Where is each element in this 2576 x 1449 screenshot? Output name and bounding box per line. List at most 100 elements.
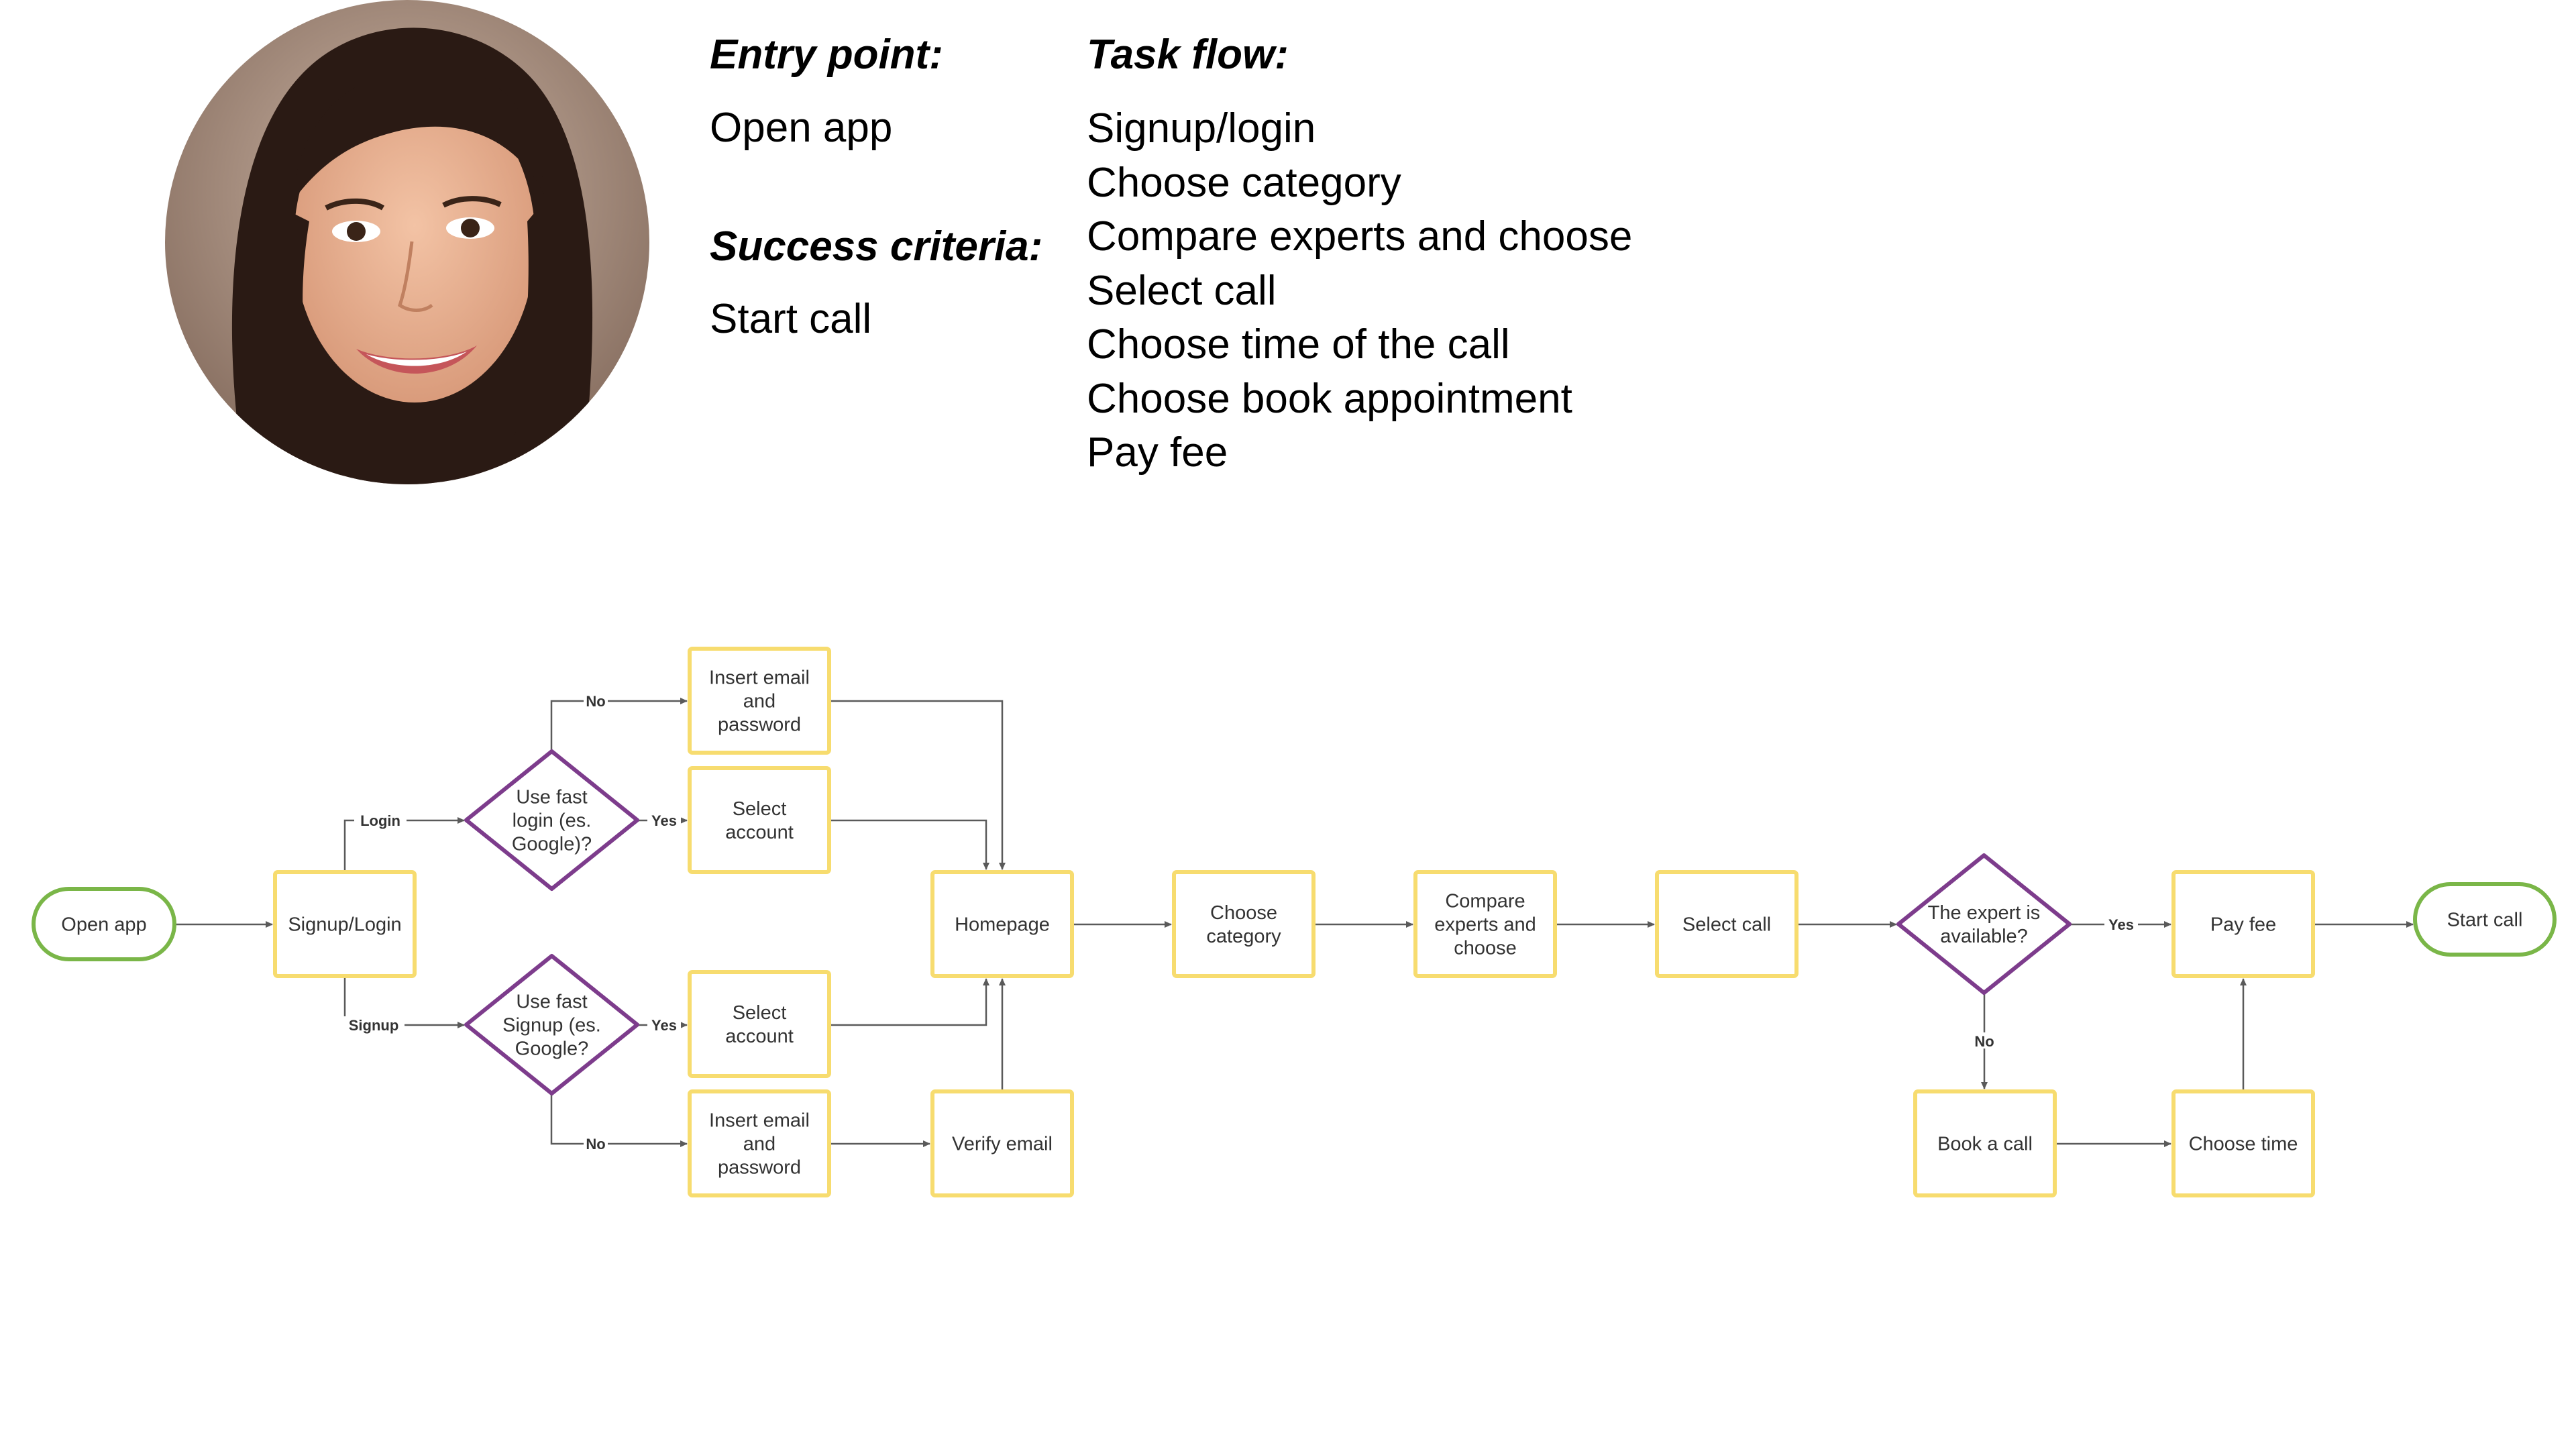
- node-label: password: [718, 714, 801, 736]
- node-label: available?: [1940, 926, 2028, 947]
- process-shape: [930, 1089, 1074, 1197]
- edge-label-bg: [647, 812, 681, 828]
- edge-label: Yes: [651, 812, 677, 829]
- process-shape: [688, 970, 831, 1078]
- edge-available-no: No: [1972, 993, 1996, 1089]
- node-label: Compare: [1445, 891, 1525, 912]
- node-label: Signup (es.: [502, 1015, 601, 1036]
- terminal-shape: [2413, 882, 2557, 957]
- decision-shape: [464, 749, 639, 891]
- node-label: Homepage: [955, 914, 1050, 936]
- task-flow-step: Compare experts and choose: [1087, 213, 1633, 260]
- entry-point-value: Open app: [710, 105, 893, 151]
- process-shape: [2171, 1089, 2315, 1197]
- node-label: experts and: [1434, 914, 1536, 936]
- node-label: Book a call: [1937, 1134, 2033, 1155]
- connector-line: [829, 978, 989, 1026]
- node-signup-login: Signup/Login: [273, 870, 417, 978]
- node-label: Pay fee: [2210, 914, 2276, 936]
- node-label: account: [725, 822, 794, 843]
- edge-label: No: [586, 1136, 605, 1152]
- success-criteria-heading: Success criteria:: [710, 223, 1043, 270]
- process-shape: [688, 647, 831, 755]
- node-label: Insert email: [709, 667, 810, 689]
- node-start-call: Start call: [2413, 882, 2557, 957]
- node-select-call: Select call: [1655, 870, 1799, 978]
- edge-label: No: [1974, 1033, 1994, 1050]
- node-label: Signup/Login: [288, 914, 401, 936]
- task-flow-step: Pay fee: [1087, 429, 1228, 476]
- edge-signup-to-fastsignup: Signup: [343, 976, 465, 1034]
- edge-label: Login: [360, 812, 400, 829]
- node-label: Start call: [2447, 910, 2523, 931]
- edge-fastlogin-no: No: [550, 692, 688, 751]
- node-label: Use fast: [516, 787, 587, 808]
- task-flow-heading: Task flow:: [1087, 32, 1289, 78]
- node-label: Google?: [515, 1038, 589, 1060]
- edge-selectsignup-home: [829, 978, 989, 1026]
- edge-selectlogin-home: [829, 819, 989, 870]
- connector-line: [550, 698, 688, 751]
- node-label: category: [1206, 926, 1281, 947]
- task-flow-step: Choose book appointment: [1087, 375, 1572, 422]
- task-flow-step: Signup/login: [1087, 105, 1316, 152]
- process-shape: [1655, 870, 1799, 978]
- node-choose-time: Choose time: [2171, 1089, 2315, 1197]
- node-label: The expert is: [1928, 902, 2041, 924]
- process-shape: [688, 766, 831, 874]
- edge-label-bg: [343, 1016, 405, 1032]
- node-label: Choose time: [2189, 1134, 2298, 1155]
- terminal-shape: [32, 887, 176, 961]
- edge-label-bg: [2104, 916, 2138, 932]
- node-pay-fee: Pay fee: [2171, 870, 2315, 978]
- decision-shape: [464, 954, 639, 1095]
- entry-point-heading: Entry point:: [710, 32, 943, 78]
- node-label: password: [718, 1157, 801, 1179]
- process-shape: [1413, 870, 1557, 978]
- edge-label-bg: [354, 812, 407, 828]
- process-shape: [930, 870, 1074, 978]
- edge-label: Signup: [349, 1017, 399, 1034]
- process-shape: [1913, 1089, 2057, 1197]
- node-homepage: Homepage: [930, 870, 1074, 978]
- decision-shape: [1896, 853, 2072, 995]
- edge-label-bg: [584, 1135, 608, 1151]
- edge-fastsignup-yes: Yes: [637, 1016, 688, 1034]
- node-label: Verify email: [952, 1134, 1053, 1155]
- node-label: Choose: [1210, 902, 1277, 924]
- node-label: Insert email: [709, 1110, 810, 1132]
- persona-photo: [165, 0, 649, 484]
- edge-signup-to-fastlogin: Login: [343, 812, 465, 872]
- success-criteria-value: Start call: [710, 296, 872, 342]
- task-flow-step: Select call: [1087, 267, 1277, 314]
- connector-line: [343, 817, 465, 872]
- node-label: Select: [733, 798, 787, 820]
- task-flow-step: Choose time of the call: [1087, 321, 1510, 368]
- process-shape: [273, 870, 417, 978]
- edge-fastlogin-yes: Yes: [637, 812, 688, 829]
- node-label: Google)?: [512, 834, 592, 855]
- process-shape: [688, 1089, 831, 1197]
- task-flow-list: Signup/login Choose category Compare exp…: [1087, 102, 1632, 480]
- edge-insertlogin-home: [829, 700, 1006, 870]
- node-label: choose: [1454, 938, 1517, 959]
- node-label: Use fast: [516, 991, 587, 1013]
- node-label: Open app: [61, 914, 146, 936]
- task-flow-step: Choose category: [1087, 159, 1401, 206]
- connector-line: [829, 819, 989, 870]
- process-shape: [2171, 870, 2315, 978]
- node-label: login (es.: [513, 810, 592, 832]
- edge-label: Yes: [651, 1017, 677, 1034]
- process-shape: [1172, 870, 1316, 978]
- node-label: and: [743, 691, 775, 712]
